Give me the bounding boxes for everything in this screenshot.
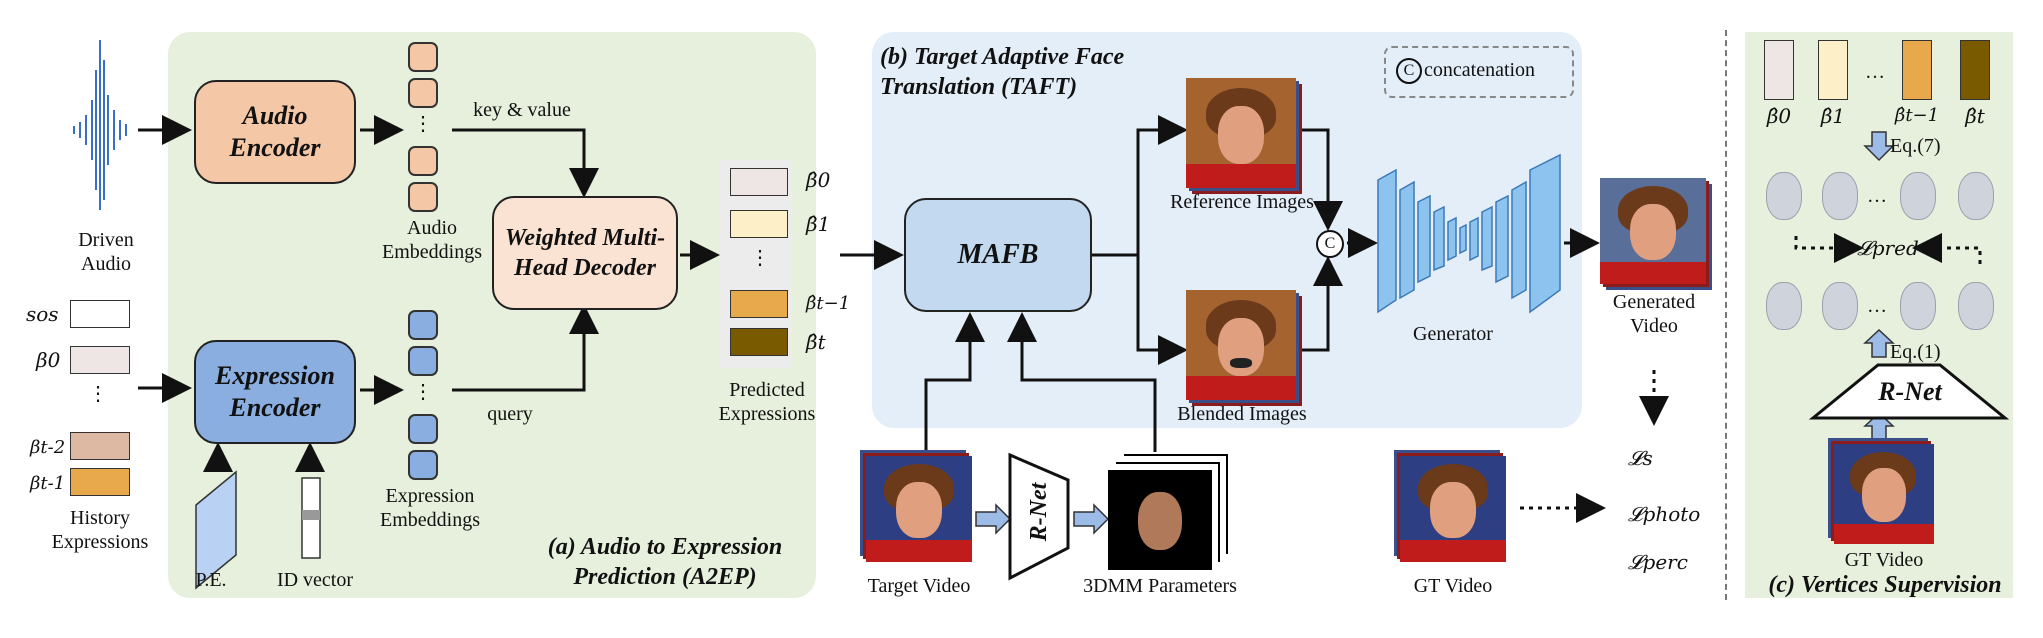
params-3dmm-image <box>1108 470 1212 570</box>
mesh-face <box>1822 282 1858 330</box>
ellipsis: ⋮ <box>413 113 433 135</box>
vs-gt-video-label: GT Video <box>1844 549 1924 571</box>
generated-video-label: Generated Video <box>1612 291 1696 337</box>
rnet-trapezoid <box>1008 452 1070 581</box>
vs-bar <box>1902 40 1932 100</box>
expression-embedding <box>408 450 438 480</box>
vs-ellipsis: … <box>1867 295 1887 317</box>
audio-embedding <box>408 78 438 108</box>
vs-token: β̂1 <box>1820 104 1846 128</box>
vs-ellipsis: … <box>1867 185 1887 207</box>
audio-embedding <box>408 146 438 176</box>
loss-pred: 𝓛pred <box>1857 236 1919 260</box>
reference-image <box>1186 78 1296 188</box>
vs-gt-video <box>1834 444 1934 544</box>
mafb-block[interactable]: MAFB <box>904 198 1092 312</box>
predicted-token: β̂0 <box>806 168 831 192</box>
key-value-label: key & value <box>473 99 571 121</box>
vs-token: β̂t−1 <box>1894 105 1940 126</box>
history-token: βt-2 <box>30 437 66 458</box>
mesh-face <box>1766 172 1802 220</box>
id-vector-label: ID vector <box>276 569 354 591</box>
concat-node: C <box>1316 230 1344 258</box>
concatenation-label: concatenation <box>1424 59 1536 81</box>
gt-video-label: GT Video <box>1413 575 1493 597</box>
vs-bar <box>1764 40 1794 100</box>
eq7-label: Eq.(7) <box>1890 135 1941 157</box>
history-bar <box>70 346 130 374</box>
audio-embedding <box>408 182 438 212</box>
waveform-icon <box>73 40 127 210</box>
target-video <box>866 456 972 562</box>
generator-label: Generator <box>1413 323 1493 345</box>
ellipsis: ⋮ <box>750 247 770 269</box>
history-bar <box>70 468 130 496</box>
mesh-face <box>1900 282 1936 330</box>
predicted-expressions-label: Predicted Expressions <box>718 379 816 425</box>
generator-icon <box>1377 153 1561 314</box>
expression-encoder[interactable]: Expression Encoder <box>194 340 356 444</box>
blended-image <box>1186 290 1296 400</box>
audio-encoder[interactable]: Audio Encoder <box>194 80 356 184</box>
vs-bar <box>1960 40 1990 100</box>
mesh-face <box>1766 282 1802 330</box>
history-bar <box>70 300 130 328</box>
a2ep-title: (a) Audio to Expression Prediction (A2EP… <box>547 534 783 590</box>
vs-token: β̂0 <box>1766 104 1792 128</box>
eq1-label: Eq.(1) <box>1890 341 1941 363</box>
weighted-decoder[interactable]: Weighted Multi-Head Decoder <box>492 196 678 310</box>
taft-title: (b) Target Adaptive Face Translation (TA… <box>880 44 1125 100</box>
predicted-token: β̂1 <box>806 212 831 236</box>
predicted-bar <box>730 210 788 238</box>
expression-embedding <box>408 310 438 340</box>
vs-token: β̂t <box>1965 104 1985 128</box>
mesh-face <box>1822 172 1858 220</box>
driven-audio-label: Driven Audio <box>78 229 134 275</box>
history-expressions-label: History Expressions <box>51 507 149 553</box>
audio-embedding <box>408 42 438 72</box>
history-token: sos <box>26 302 59 326</box>
reference-images-label: Reference Images <box>1170 191 1314 213</box>
predicted-bar <box>730 290 788 318</box>
vs-bar <box>1818 40 1848 100</box>
dashed-divider <box>1725 30 1727 600</box>
predicted-token: β̂t <box>806 330 826 354</box>
ellipsis: ⋮ <box>88 383 108 405</box>
audio-embeddings-label: Audio Embeddings <box>382 217 482 263</box>
expression-embeddings-label: Expression Embeddings <box>380 485 480 531</box>
mesh-face <box>1900 172 1936 220</box>
ellipsis: ⋮ <box>413 381 433 403</box>
pe-shape <box>195 470 237 590</box>
expression-embedding <box>408 346 438 376</box>
mesh-face <box>1958 172 1994 220</box>
expression-embedding <box>408 414 438 444</box>
query-label: query <box>487 403 533 425</box>
concatenation-legend <box>1384 46 1574 98</box>
pe-label: P.E. <box>195 569 227 591</box>
predicted-token: β̂t−1 <box>806 293 851 314</box>
generated-video <box>1600 178 1706 284</box>
predicted-bar <box>730 168 788 196</box>
concat-icon: C <box>1396 58 1422 84</box>
gt-video <box>1400 456 1506 562</box>
target-video-label: Target Video <box>867 575 971 597</box>
loss-photo: 𝓛photo <box>1628 502 1701 526</box>
vs-title: (c) Vertices Supervision <box>1768 572 2002 598</box>
blended-images-label: Blended Images <box>1177 403 1307 425</box>
params-3dmm-label: 3DMM Parameters <box>1083 575 1237 597</box>
vs-ellipsis: … <box>1865 61 1885 83</box>
history-token: β0 <box>36 348 61 372</box>
loss-s: 𝓛s <box>1628 446 1653 470</box>
history-bar <box>70 432 130 460</box>
rnet-triangle <box>1808 363 2010 420</box>
predicted-bar <box>730 328 788 356</box>
mesh-face <box>1958 282 1994 330</box>
loss-perc: 𝓛perc <box>1628 550 1688 574</box>
history-token: βt-1 <box>30 473 66 494</box>
rnet-label: R-Net <box>1026 482 1052 542</box>
vs-rnet-label: R-Net <box>1878 377 1942 406</box>
